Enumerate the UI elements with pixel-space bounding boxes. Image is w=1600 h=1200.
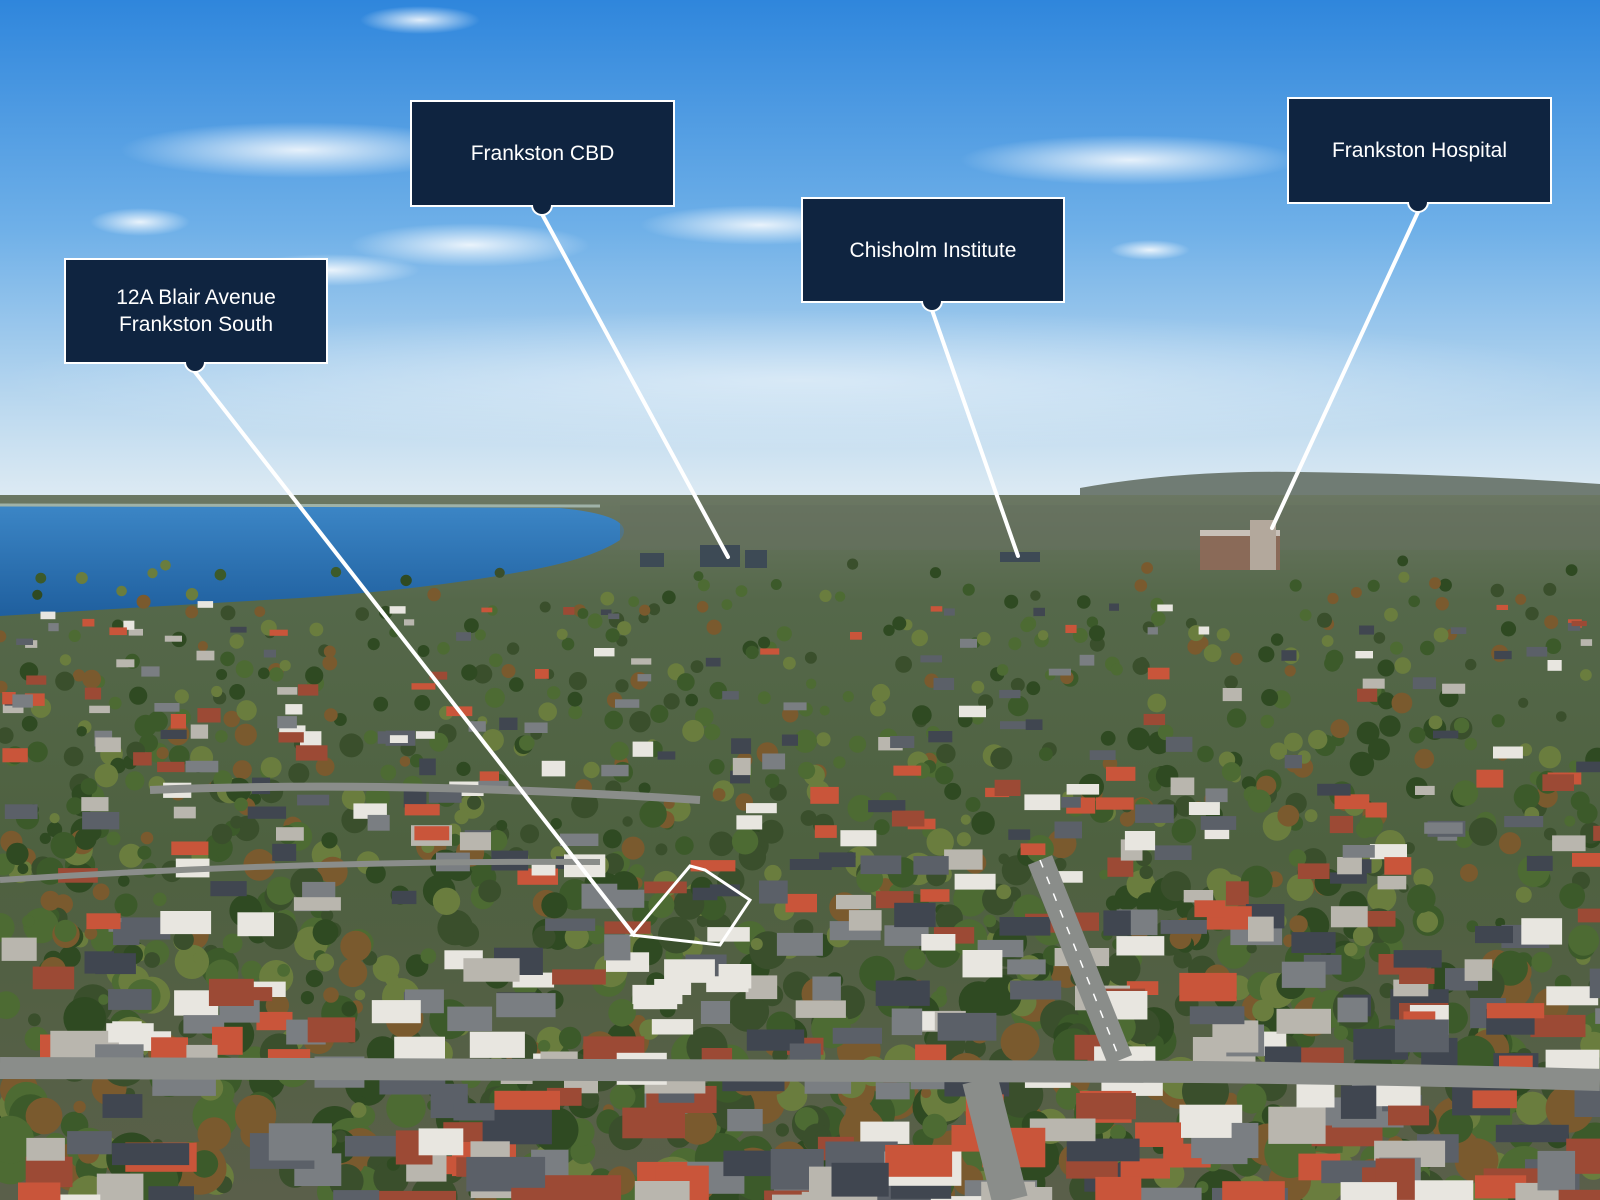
- callout-hospital-label: Frankston Hospital: [1331, 139, 1508, 162]
- callout-chisholm-label: Chisholm Institute: [849, 238, 1017, 262]
- bay-water: [0, 505, 624, 616]
- callout-property-line2: Frankston South: [118, 313, 274, 336]
- callout-cbd-label: Frankston CBD: [470, 142, 615, 165]
- house-roofs: [1, 601, 1600, 1200]
- leader-lines: [193, 210, 1420, 937]
- callout-chisholm: Chisholm Institute: [801, 197, 1065, 303]
- callout-property-line1: 12A Blair Avenue: [116, 286, 276, 309]
- property-outline: [629, 864, 753, 947]
- clouds: [0, 6, 1600, 450]
- callout-property: 12A Blair Avenue Frankston South: [64, 258, 328, 364]
- callout-cbd: Frankston CBD: [410, 100, 675, 207]
- callout-hospital: Frankston Hospital: [1287, 97, 1552, 204]
- cbd-buildings: [640, 545, 1040, 568]
- streets: [0, 782, 1600, 1200]
